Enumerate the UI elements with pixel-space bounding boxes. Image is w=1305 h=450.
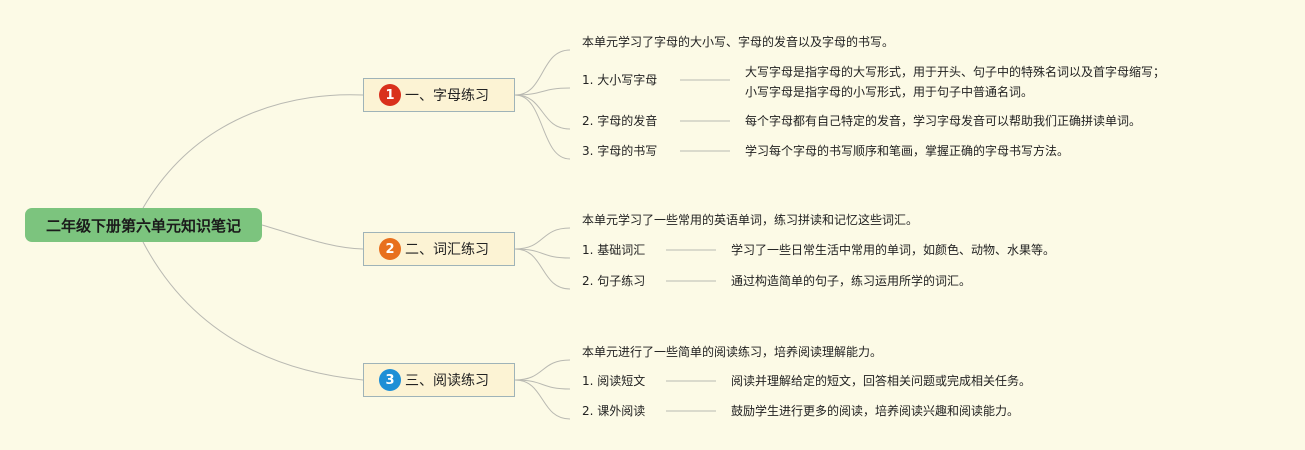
number-badge: 1: [379, 84, 401, 106]
subtopic-description: 通过构造简单的句子，练习运用所学的词汇。: [731, 274, 972, 288]
branch-connector-2-1: [514, 248, 571, 259]
branch-connector-3-1: [514, 379, 571, 390]
topic-label: 三、阅读练习: [405, 373, 489, 389]
subtopic-label[interactable]: 1. 基础词汇: [582, 243, 646, 257]
number-badge: 3: [379, 369, 401, 391]
root-connector-3: [142, 241, 364, 381]
subtopic-label[interactable]: 1. 阅读短文: [582, 374, 646, 388]
branch-connector-1-3: [514, 94, 571, 160]
topic-summary: 本单元学习了字母的大小写、字母的发音以及字母的书写。: [582, 35, 895, 49]
subtopic-description: 学习了一些日常生活中常用的单词，如颜色、动物、水果等。: [731, 243, 1056, 257]
branch-connector-1-2: [514, 94, 571, 130]
topic-label: 一、字母练习: [405, 88, 489, 104]
branch-connector-1-1: [514, 87, 571, 96]
branch-connector-3-2: [514, 379, 571, 420]
root-connector-2: [261, 224, 364, 250]
subtopic-description: 每个字母都有自己特定的发音，学习字母发音可以帮助我们正确拼读单词。: [745, 114, 1142, 128]
topic-summary: 本单元进行了一些简单的阅读练习，培养阅读理解能力。: [582, 345, 883, 359]
branch-connector-2-2: [514, 248, 571, 290]
subtopic-label[interactable]: 2. 句子练习: [582, 274, 646, 288]
branch-connector-1-0: [514, 49, 571, 96]
topic-summary: 本单元学习了一些常用的英语单词，练习拼读和记忆这些词汇。: [582, 213, 919, 227]
branch-connector-3-0: [514, 359, 571, 381]
subtopic-label[interactable]: 2. 字母的发音: [582, 114, 658, 128]
subtopic-label[interactable]: 1. 大小写字母: [582, 73, 658, 87]
topic-label: 二、词汇练习: [405, 242, 489, 258]
subtopic-description: 学习每个字母的书写顺序和笔画，掌握正确的字母书写方法。: [745, 144, 1070, 158]
number-badge: 2: [379, 238, 401, 260]
subtopic-description: 阅读并理解给定的短文，回答相关问题或完成相关任务。: [731, 374, 1032, 388]
root-node[interactable]: 二年级下册第六单元知识笔记: [25, 208, 262, 242]
branch-connector-2-0: [514, 227, 571, 250]
subtopic-description: 鼓励学生进行更多的阅读，培养阅读兴趣和阅读能力。: [731, 404, 1020, 418]
subtopic-label[interactable]: 2. 课外阅读: [582, 404, 646, 418]
root-label: 二年级下册第六单元知识笔记: [45, 216, 241, 235]
subtopic-description: 大写字母是指字母的大写形式，用于开头、句子中的特殊名词以及首字母缩写； 小写字母…: [745, 65, 1166, 99]
subtopic-label[interactable]: 3. 字母的书写: [582, 144, 658, 158]
root-connector-1: [142, 94, 364, 209]
